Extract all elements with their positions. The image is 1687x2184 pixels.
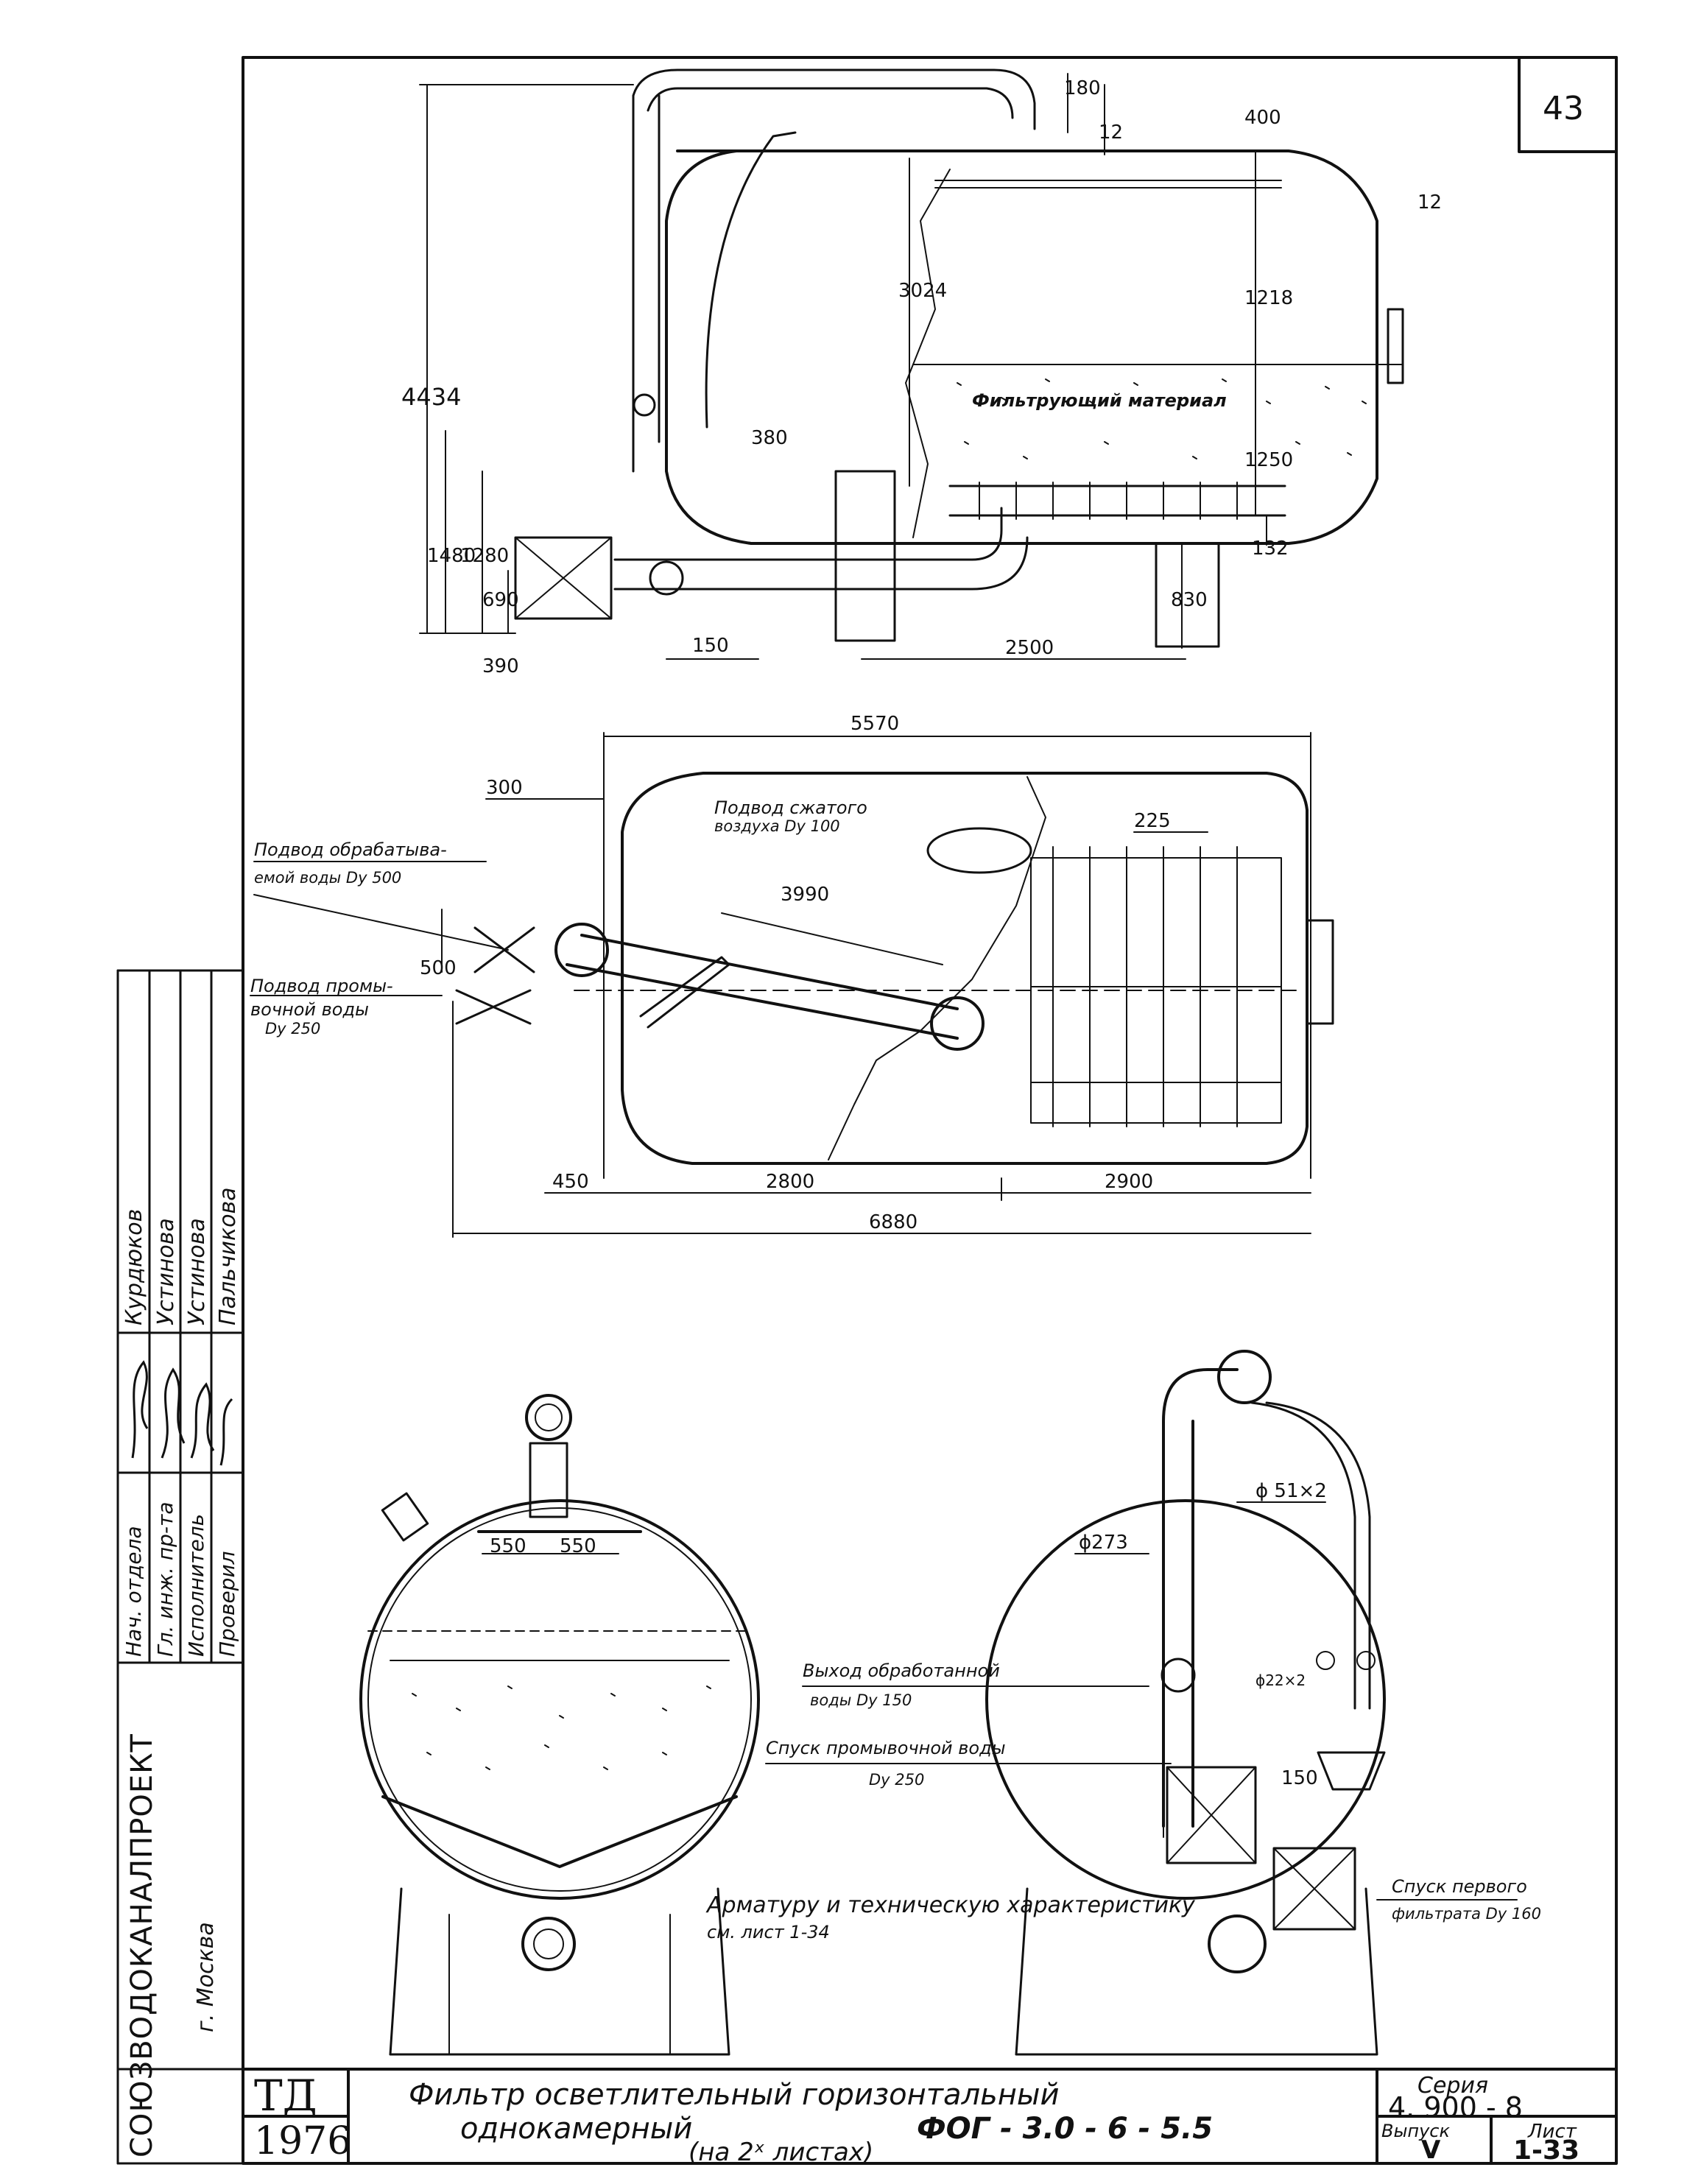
- dim-150b: 150: [1281, 1767, 1318, 1789]
- note-line-1: Арматуру и техническую характеристику: [707, 1892, 1195, 1918]
- dim-1480: 1480: [427, 545, 476, 567]
- dim-12b: 12: [1417, 191, 1443, 214]
- dim-390: 390: [482, 655, 519, 677]
- dim-3990: 3990: [781, 884, 830, 906]
- title-line-3: (на 2ˣ листах): [688, 2138, 874, 2167]
- plan-view-tank: [455, 772, 1334, 1165]
- organization-name: СОЮЗВОДОКАНАЛПРОЕКТ: [125, 1733, 159, 2157]
- label-supply-wash-3: Dу 250: [265, 1020, 321, 1038]
- title-line-2b: ФОГ - 3.0 - 6 - 5.5: [917, 2112, 1214, 2146]
- dim-150a: 150: [692, 635, 729, 657]
- end-section-right: [985, 1350, 1386, 2056]
- dim-4434: 4434: [401, 383, 462, 411]
- dim-225: 225: [1134, 810, 1171, 832]
- note-line-2: см. лист 1-34: [707, 1922, 830, 1942]
- dim-500: 500: [420, 957, 457, 979]
- dim-5570: 5570: [850, 713, 900, 735]
- side-view-dimensions: [419, 73, 1267, 660]
- label-supply-wash-1: Подвод промы-: [250, 976, 393, 996]
- label-first-filtrate-2: фильтрата Dу 160: [1392, 1905, 1541, 1923]
- dim-3024: 3024: [898, 280, 948, 302]
- dim-550b: 550: [560, 1535, 596, 1557]
- dim-1218: 1218: [1244, 287, 1294, 309]
- dim-550a: 550: [490, 1535, 526, 1557]
- sig-name-1: Курдюков: [121, 1208, 147, 1325]
- title-line-2a: однокамерный: [460, 2112, 693, 2146]
- label-first-filtrate-1: Спуск первого: [1392, 1876, 1527, 1897]
- dim-273: ϕ273: [1079, 1532, 1128, 1554]
- sig-name-2: Устинова: [153, 1218, 179, 1325]
- label-supply-water-1: Подвод обрабатыва-: [254, 839, 447, 860]
- dim-300: 300: [486, 777, 523, 799]
- sig-role-3: Исполнитель: [184, 1513, 208, 1657]
- sig-role-1: Нач. отдела: [121, 1526, 146, 1657]
- label-supply-air-1: Подвод сжатого: [714, 797, 867, 818]
- title-block-frame: [242, 2068, 1618, 2165]
- issue-value: V: [1421, 2135, 1441, 2165]
- dim-450: 450: [552, 1171, 589, 1193]
- year: 1976: [254, 2119, 352, 2163]
- side-view-tank: [514, 68, 1404, 648]
- dim-2800: 2800: [766, 1171, 815, 1193]
- filter-material-hatch: [412, 378, 1367, 1770]
- dim-830: 830: [1171, 589, 1208, 611]
- sig-role-4: Проверил: [215, 1551, 239, 1657]
- sheet-frame: [242, 56, 1618, 2165]
- handwritten-signatures: [131, 1360, 233, 1466]
- label-wash-drain-1: Спуск промывочной воды: [766, 1738, 1006, 1758]
- org-code: ТД: [254, 2071, 317, 2121]
- dim-380: 380: [751, 427, 788, 449]
- sig-name-3: Устинова: [184, 1218, 210, 1325]
- sheet-number: 43: [1543, 90, 1584, 127]
- dim-180: 180: [1064, 77, 1101, 99]
- dim-132: 132: [1252, 538, 1289, 560]
- end-section-left: [359, 1394, 760, 2056]
- dim-6880: 6880: [869, 1211, 918, 1233]
- dim-1280: 1280: [460, 545, 510, 567]
- dim-2900: 2900: [1105, 1171, 1154, 1193]
- issue-label: Выпуск: [1381, 2121, 1450, 2141]
- end-section-leaders: [765, 1501, 1518, 1901]
- sheet-number-box: [1518, 56, 1618, 153]
- label-wash-drain-2: Dу 250: [869, 1771, 925, 1789]
- label-outlet-2: воды Dу 150: [810, 1691, 912, 1709]
- organization-city: г. Москва: [193, 1922, 219, 2032]
- series-label: Серия: [1417, 2073, 1488, 2099]
- left-stamp-block: [116, 969, 244, 2165]
- series-value: 4. 900 - 8: [1388, 2091, 1523, 2124]
- title-line-1: Фильтр осветлительный горизонтальный: [409, 2078, 1060, 2112]
- label-supply-air-2: воздуха Dу 100: [714, 817, 840, 835]
- sig-name-4: Пальчикова: [215, 1187, 241, 1325]
- label-supply-wash-2: вочной воды: [250, 999, 369, 1020]
- dim-1250: 1250: [1244, 449, 1294, 471]
- dim-2500: 2500: [1005, 637, 1054, 659]
- sig-role-2: Гл. инж. пр-та: [153, 1501, 177, 1657]
- label-outlet-1: Выход обработанной: [803, 1660, 1000, 1681]
- dim-400: 400: [1244, 107, 1281, 129]
- sheet-label: Лист: [1528, 2121, 1577, 2143]
- dim-12a: 12: [1099, 121, 1124, 144]
- sheet-value: 1-33: [1513, 2135, 1580, 2166]
- label-supply-water-2: емой воды Dу 500: [254, 869, 402, 887]
- dim-22: ϕ22×2: [1255, 1672, 1306, 1689]
- plan-view-dimensions: [250, 732, 1311, 1238]
- dim-690: 690: [482, 589, 519, 611]
- dim-51: ϕ 51×2: [1255, 1480, 1327, 1502]
- label-filter-material: Фильтрующий материал: [972, 390, 1227, 411]
